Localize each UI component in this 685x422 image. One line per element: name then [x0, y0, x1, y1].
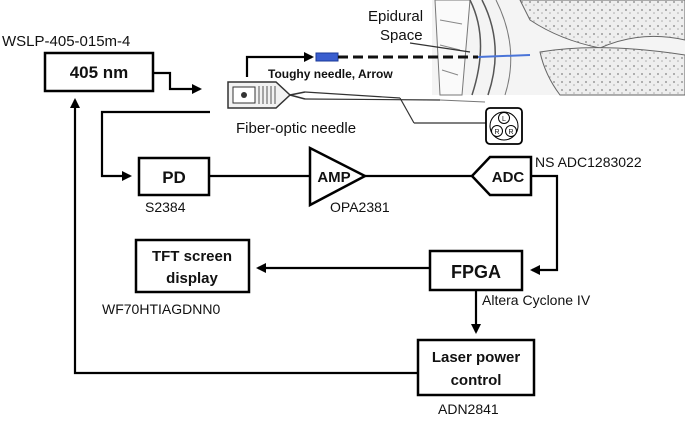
amp-part-label: OPA2381: [330, 199, 390, 215]
needle-to-pd-arrow: [100, 110, 210, 181]
tft-display-box: [134, 238, 251, 294]
tuohy-needle: [315, 52, 531, 62]
adc-label: ADC: [492, 169, 525, 186]
laser-to-needle-arrow: [153, 71, 202, 94]
pd-part-label: S2384: [145, 199, 186, 215]
epidural-label-line2: Space: [380, 27, 423, 44]
tft-display-label-line2: display: [166, 270, 218, 287]
adc-to-fpga-arrow: [530, 174, 559, 275]
connector-lead-1: [399, 97, 415, 124]
amp-triangle: [308, 145, 368, 208]
laser-model-label: WSLP-405-015m-4: [2, 33, 130, 50]
laser-power-control-part-label: ADN2841: [438, 401, 499, 417]
connector-r-right-label: R: [508, 129, 513, 136]
fiber-optic-needle-hub: [227, 81, 486, 109]
spine-illustration: [432, 0, 685, 96]
laser-power-control-label-line1: Laser power: [432, 349, 521, 366]
epidural-pointer: [409, 42, 471, 53]
laser-power-control-box: [416, 338, 536, 397]
laser-405nm-label: 405 nm: [70, 63, 129, 82]
fpga-label: FPGA: [451, 262, 501, 282]
amp-label: AMP: [317, 169, 350, 186]
connector-r-left-label: R: [494, 129, 499, 136]
pd-label: PD: [162, 168, 186, 187]
lrr-connector: L R R: [485, 107, 523, 145]
needle-arrow: [245, 52, 314, 77]
laser-power-control-label-line2: control: [451, 372, 502, 389]
fpga-box: [428, 249, 524, 292]
fiber-optic-needle-label: Fiber-optic needle: [236, 120, 356, 137]
adc-part-label: NS ADC1283022: [535, 154, 642, 170]
epidural-label-line1: Epidural: [368, 8, 423, 25]
tft-display-part-label: WF70HTIAGDNN0: [102, 301, 220, 317]
fpga-part-label: Altera Cyclone IV: [482, 292, 591, 308]
needle-type-label: Toughy needle, Arrow: [268, 67, 393, 81]
laser-feedback-arrow: [70, 98, 418, 375]
connector-l-label: L: [502, 116, 506, 123]
tft-display-label-line1: TFT screen: [152, 248, 232, 265]
